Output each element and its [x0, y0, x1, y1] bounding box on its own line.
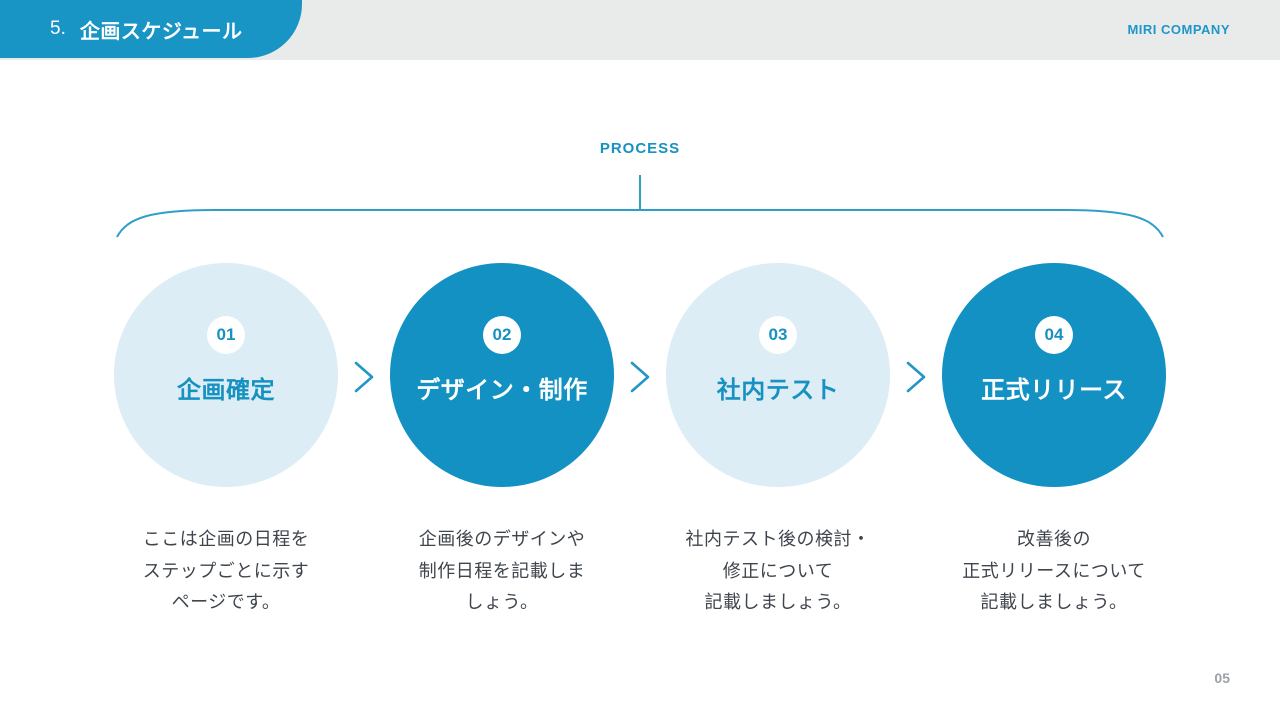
step-number-badge: 04	[1035, 316, 1073, 354]
step-circle-2: 02 デザイン・制作	[390, 263, 614, 487]
slide-title: 企画スケジュール	[79, 20, 243, 43]
description-line: 修正について	[722, 560, 834, 581]
description-line: 正式リリースについて	[962, 560, 1146, 581]
step-circle-4: 04 正式リリース	[942, 263, 1166, 487]
step-description-1: ここは企画の日程を ステップごとに示す ページです。	[86, 524, 366, 619]
process-label: PROCESS	[599, 140, 681, 157]
step-circle-3: 03 社内テスト	[666, 263, 890, 487]
step-title: 企画確定	[177, 377, 275, 404]
step-number: 04	[1044, 325, 1064, 344]
step-number: 01	[216, 325, 236, 344]
step-number: 03	[768, 325, 788, 344]
description-line: しょう。	[465, 592, 539, 612]
description-line: ステップごとに示す	[142, 560, 310, 581]
page-number: 05	[1214, 670, 1230, 686]
step-number-badge: 01	[207, 316, 245, 354]
step-description-3: 社内テスト後の検討・ 修正について 記載しましょう。	[638, 524, 918, 619]
step-title: 正式リリース	[981, 377, 1127, 404]
step-number-badge: 02	[483, 316, 521, 354]
step-number: 02	[492, 325, 512, 344]
company-name: MIRI COMPANY	[1127, 22, 1230, 37]
description-line: 記載しましょう。	[704, 592, 852, 612]
step-number-badge: 03	[759, 316, 797, 354]
chevron-right-icon	[906, 361, 926, 393]
description-line: ここは企画の日程を	[142, 529, 310, 549]
step-circle-1: 01 企画確定	[114, 263, 338, 487]
step-title: 社内テスト	[716, 377, 840, 404]
process-brace	[116, 175, 1164, 238]
title-ribbon: 5. 企画スケジュール	[0, 0, 302, 58]
step-description-2: 企画後のデザインや 制作日程を記載しま しょう。	[362, 524, 642, 619]
description-line: ページです。	[171, 592, 281, 612]
chevron-right-icon	[354, 361, 374, 393]
chevron-right-icon	[630, 361, 650, 393]
description-line: 社内テスト後の検討・	[685, 529, 871, 549]
description-line: 改善後の	[1017, 529, 1091, 549]
description-line: 企画後のデザインや	[418, 529, 586, 549]
step-title: デザイン・制作	[416, 377, 588, 404]
description-line: 記載しましょう。	[980, 592, 1128, 612]
step-description-4: 改善後の 正式リリースについて 記載しましょう。	[914, 524, 1194, 619]
description-line: 制作日程を記載しま	[418, 560, 586, 581]
slide-section-number: 5.	[50, 18, 66, 39]
